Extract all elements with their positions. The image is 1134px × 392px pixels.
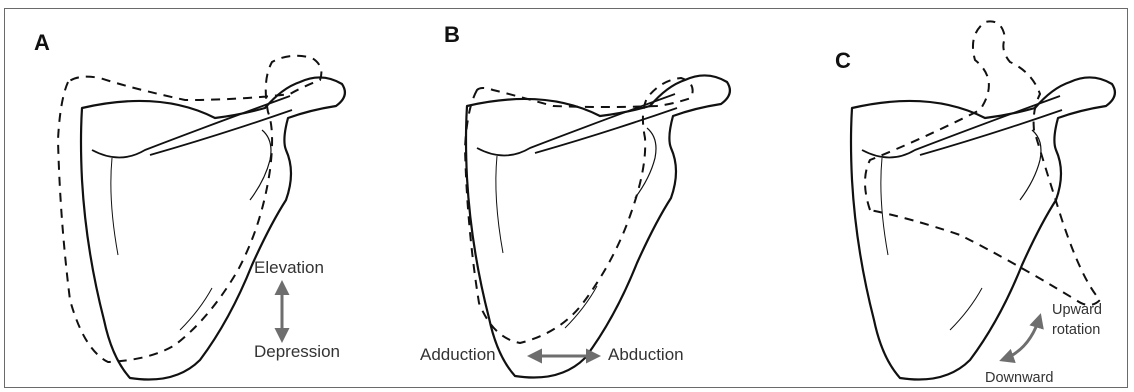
panel-c-rotation-arrow	[1002, 316, 1040, 360]
panel-c-letter: C	[835, 48, 851, 74]
panel-a-scapula	[58, 56, 345, 380]
panel-b-scapula-solid	[466, 75, 730, 377]
upward-label: Upward	[1052, 302, 1102, 318]
depression-label: Depression	[254, 342, 340, 362]
panel-a-scapula-solid	[81, 77, 345, 379]
adduction-label: Adduction	[420, 345, 496, 365]
panel-b-abducted-outline	[465, 78, 693, 343]
abduction-label: Abduction	[608, 345, 684, 365]
downward-label: Downward	[985, 370, 1054, 386]
rotation-label: rotation	[1052, 322, 1100, 338]
panel-a-letter: A	[34, 30, 50, 56]
panel-b-letter: B	[444, 22, 460, 48]
panel-c-rotated-outline	[865, 21, 1100, 305]
elevation-label: Elevation	[254, 258, 324, 278]
panel-b-scapula	[465, 75, 730, 377]
